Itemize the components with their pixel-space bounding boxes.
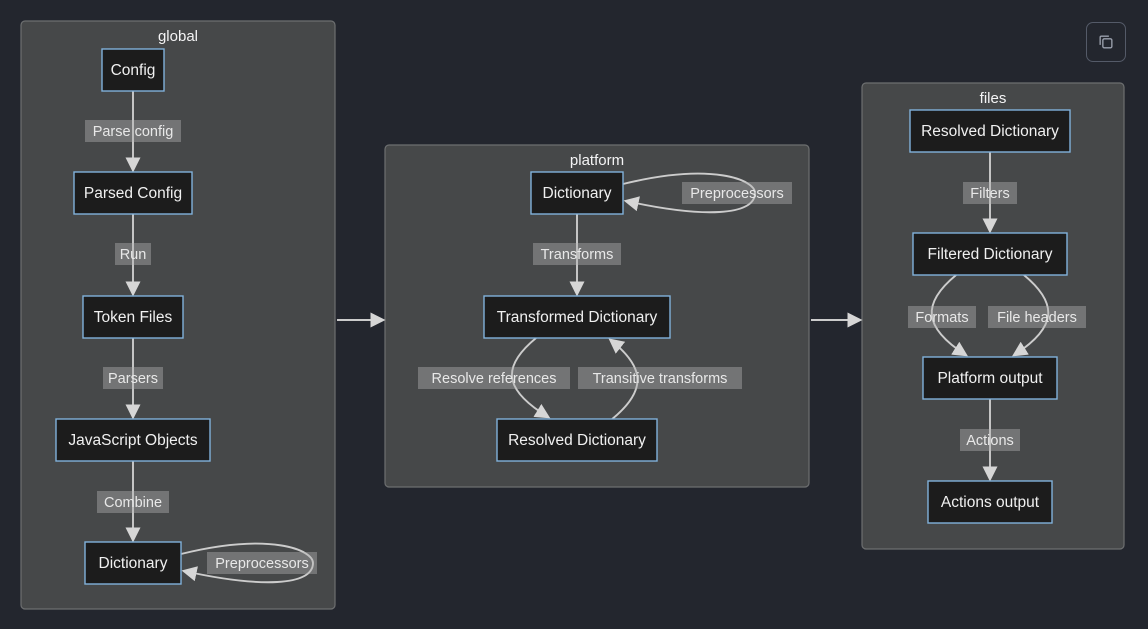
- node-label-jsobjects: JavaScript Objects: [68, 432, 197, 449]
- edge-label-text-e9: Transitive transforms: [593, 371, 728, 387]
- node-label-platout: Platform output: [937, 370, 1043, 387]
- edge-label-e8: Resolve references: [418, 367, 570, 389]
- node-gdict[interactable]: Dictionary: [84, 541, 182, 585]
- node-label-config: Config: [111, 62, 156, 79]
- edge-label-e7: Preprocessors: [682, 182, 792, 204]
- edge-label-text-e4: Combine: [104, 495, 162, 511]
- edge-labels-layer: Parse configRunParsersCombinePreprocesso…: [85, 120, 1086, 574]
- edge-presolved-to-transformed: [608, 338, 639, 420]
- edge-label-text-e2: Run: [120, 247, 147, 263]
- edge-label-text-e11: Formats: [915, 310, 968, 326]
- node-label-filtered: Filtered Dictionary: [928, 246, 1053, 263]
- node-presolved[interactable]: Resolved Dictionary: [496, 418, 658, 462]
- edge-label-text-e13: Actions: [966, 433, 1014, 449]
- edge-transformed-to-presolved: [510, 337, 551, 419]
- node-fresolved[interactable]: Resolved Dictionary: [909, 109, 1071, 153]
- edge-label-e3: Parsers: [103, 367, 163, 389]
- edge-label-text-e10: Filters: [970, 186, 1009, 202]
- edge-label-text-e6: Transforms: [541, 247, 614, 263]
- node-config[interactable]: Config: [101, 48, 165, 92]
- edge-filtered-to-platout: [930, 274, 969, 357]
- edge-label-e2: Run: [115, 243, 151, 265]
- node-label-presolved: Resolved Dictionary: [508, 432, 646, 449]
- node-label-gdict: Dictionary: [99, 555, 168, 572]
- node-pdict[interactable]: Dictionary: [530, 171, 624, 215]
- node-platout[interactable]: Platform output: [922, 356, 1058, 400]
- node-actout[interactable]: Actions output: [927, 480, 1053, 524]
- edge-label-text-e7: Preprocessors: [690, 186, 783, 202]
- edge-label-e9: Transitive transforms: [578, 367, 742, 389]
- node-label-actout: Actions output: [941, 494, 1040, 511]
- edge-label-e5: Preprocessors: [207, 552, 317, 574]
- edge-label-e4: Combine: [97, 491, 169, 513]
- node-filtered[interactable]: Filtered Dictionary: [912, 232, 1068, 276]
- cluster-title-platform: platform: [570, 152, 624, 169]
- edge-label-e12: File headers: [988, 306, 1086, 328]
- node-transformed[interactable]: Transformed Dictionary: [483, 295, 671, 339]
- node-tokenfiles[interactable]: Token Files: [82, 295, 184, 339]
- edge-label-text-e12: File headers: [997, 310, 1077, 326]
- node-label-tokenfiles: Token Files: [94, 309, 173, 326]
- node-jsobjects[interactable]: JavaScript Objects: [55, 418, 211, 462]
- clusters-layer: global platform files: [20, 20, 1125, 610]
- edge-label-e10: Filters: [963, 182, 1017, 204]
- node-label-parsed: Parsed Config: [84, 185, 182, 202]
- cluster-title-global: global: [158, 28, 198, 45]
- node-label-pdict: Dictionary: [543, 185, 612, 202]
- edge-label-e1: Parse config: [85, 120, 181, 142]
- copy-button[interactable]: [1086, 22, 1126, 62]
- node-label-fresolved: Resolved Dictionary: [921, 123, 1059, 140]
- edge-label-text-e3: Parsers: [108, 371, 158, 387]
- cluster-title-files: files: [980, 90, 1007, 107]
- edge-gdict-to-gdict: [180, 542, 314, 584]
- node-label-transformed: Transformed Dictionary: [497, 309, 658, 326]
- edge-pdict-to-pdict: [622, 172, 756, 214]
- edges-layer: [125, 91, 1050, 584]
- copy-icon: [1097, 33, 1115, 51]
- edge-label-text-e5: Preprocessors: [215, 556, 308, 572]
- edge-label-e13: Actions: [960, 429, 1020, 451]
- edge-label-e11: Formats: [908, 306, 976, 328]
- node-parsed[interactable]: Parsed Config: [73, 171, 193, 215]
- edge-label-e6: Transforms: [533, 243, 621, 265]
- edge-filtered-to-platout: [1011, 274, 1050, 357]
- edge-label-text-e8: Resolve references: [432, 371, 557, 387]
- edge-label-text-e1: Parse config: [93, 124, 174, 140]
